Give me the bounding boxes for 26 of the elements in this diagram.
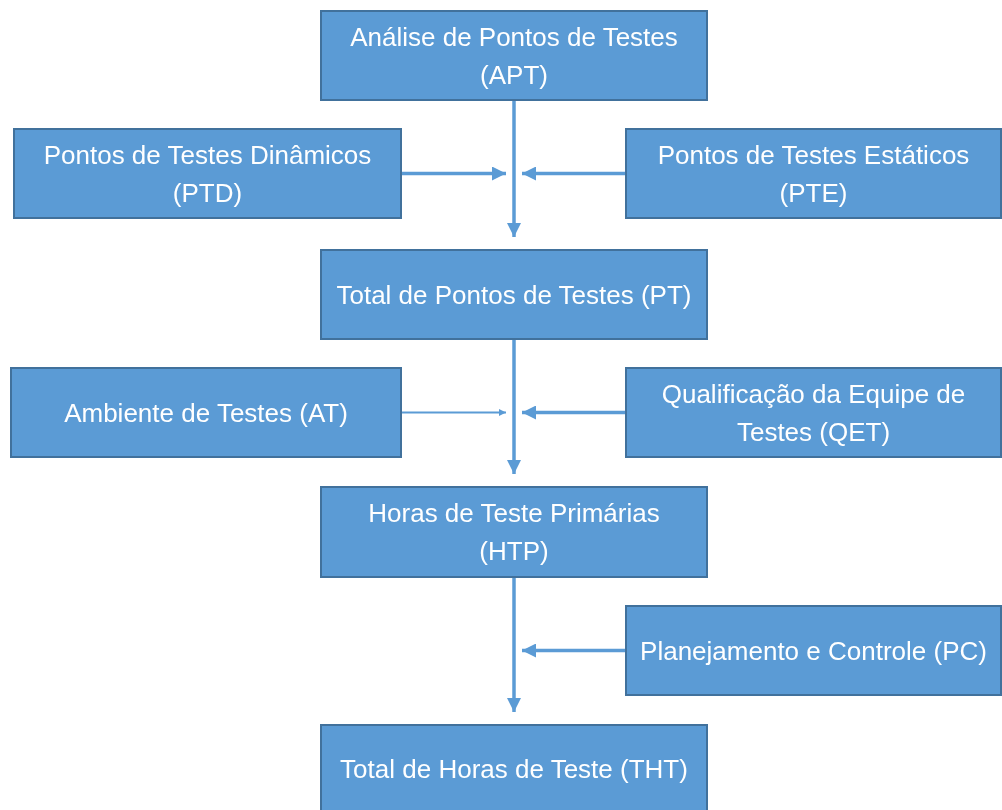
box-label: Total de Pontos de Testes (PT) <box>336 278 692 312</box>
arrow <box>402 166 506 181</box>
process-box <box>320 249 708 340</box>
box-label: Pontos de Testes Dinâmicos (PTD) <box>42 138 373 210</box>
process-box <box>625 128 1002 219</box>
process-box <box>625 367 1002 458</box>
box-label: Qualificação da Equipe de Testes (QET) <box>660 377 967 449</box>
process-box <box>320 486 708 578</box>
process-box <box>320 10 708 101</box>
process-box <box>320 724 708 810</box>
arrow <box>522 166 625 181</box>
box-label: Planejamento e Controle (PC) <box>640 634 987 668</box>
arrow <box>507 101 521 237</box>
box-label: Análise de Pontos de Testes (APT) <box>349 20 679 92</box>
process-box <box>625 605 1002 696</box>
box-label: Total de Horas de Teste (THT) <box>340 753 688 786</box>
arrow <box>522 643 625 658</box>
box-label: Ambiente de Testes (AT) <box>64 396 348 430</box>
arrow <box>507 340 521 474</box>
box-label: Pontos de Testes Estáticos (PTE) <box>656 138 971 210</box>
arrow <box>522 405 625 420</box>
box-label: Horas de Teste Primárias (HTP) <box>367 497 661 568</box>
arrow <box>507 578 521 712</box>
arrow <box>401 408 507 417</box>
process-box <box>13 128 402 219</box>
process-box <box>10 367 402 458</box>
